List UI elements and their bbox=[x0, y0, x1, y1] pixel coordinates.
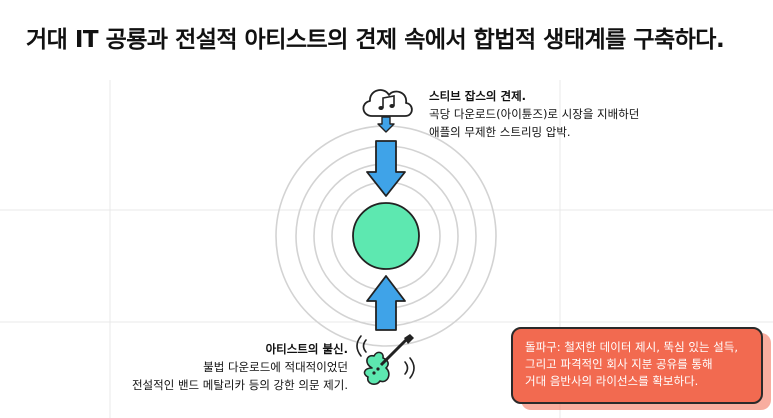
breakthrough-line-3: 거대 음반사의 라이선스를 확보하다. bbox=[525, 374, 699, 388]
arrow-up bbox=[366, 275, 406, 331]
core-circle bbox=[352, 202, 420, 270]
apple-pressure-line-1: 곡당 다운로드(아이튠즈)로 시장을 지배하던 bbox=[429, 107, 640, 121]
cloud-music-icon bbox=[362, 89, 413, 133]
apple-pressure-line-2: 애플의 무제한 스트리밍 압박. bbox=[429, 125, 571, 139]
apple-pressure-caption: 스티브 잡스의 견제. 곡당 다운로드(아이튠즈)로 시장을 지배하던 애플의 … bbox=[429, 87, 639, 141]
artist-distrust-line-2: 전설적인 밴드 메탈리카 등의 강한 의문 제기. bbox=[131, 378, 348, 392]
page-title: 거대 IT 공룡과 전설적 아티스트의 견제 속에서 합법적 생태계를 구축하다… bbox=[26, 27, 725, 53]
breakthrough-line-1: 돌파구: 철저한 데이터 제시, 뚝심 있는 설득, bbox=[525, 340, 738, 354]
artist-distrust-heading: 아티스트의 불신. bbox=[265, 342, 348, 356]
artist-distrust-line-1: 불법 다운로드에 적대적이었던 bbox=[203, 360, 348, 374]
artist-distrust-caption: 아티스트의 불신. 불법 다운로드에 적대적이었던 전설적인 밴드 메탈리카 등… bbox=[132, 340, 348, 394]
breakthrough-line-2: 그리고 파격적인 회사 지분 공유를 통해 bbox=[525, 357, 713, 371]
apple-pressure-heading: 스티브 잡스의 견제. bbox=[429, 89, 527, 103]
electric-guitar-icon bbox=[356, 334, 415, 386]
breakthrough-callout: 돌파구: 철저한 데이터 제시, 뚝심 있는 설득, 그리고 파격적인 회사 지… bbox=[511, 327, 763, 404]
arrow-down bbox=[366, 140, 406, 197]
